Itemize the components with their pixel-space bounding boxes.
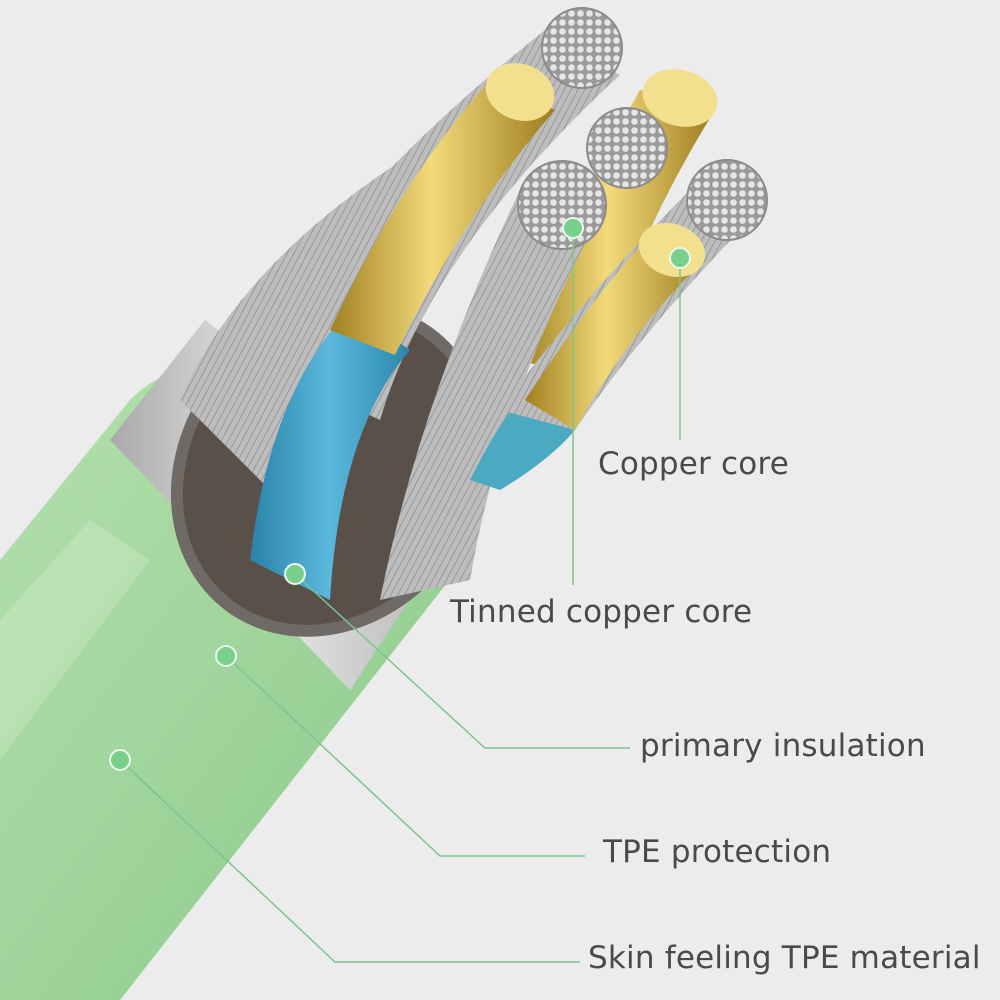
label-skin-tpe: Skin feeling TPE material: [588, 940, 981, 976]
label-tinned-copper-core: Tinned copper core: [450, 594, 753, 630]
callout-dot-skin-tpe: [109, 749, 131, 771]
callout-dots: [109, 217, 691, 771]
callout-line-tpe-protection: [225, 655, 585, 857]
wire-bundle: [180, 7, 768, 600]
callout-dot-primary-insulation: [284, 563, 306, 585]
callout-dot-tpe-protection: [215, 645, 237, 667]
label-copper-core: Copper core: [598, 446, 789, 482]
callout-line-skin-tpe: [119, 759, 580, 963]
callout-lines: [119, 228, 681, 963]
label-primary-insulation: primary insulation: [640, 728, 926, 764]
callout-dot-copper-core: [669, 247, 691, 269]
callout-dot-tinned-copper-core: [562, 217, 584, 239]
callout-line-primary-insulation: [294, 573, 630, 749]
label-tpe-protection: TPE protection: [603, 834, 832, 870]
